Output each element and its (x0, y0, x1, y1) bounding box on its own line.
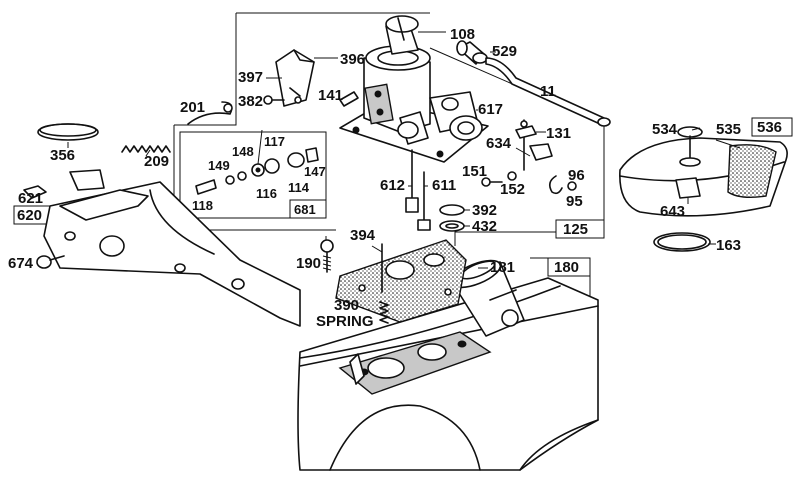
label-612: 612 (380, 177, 405, 194)
label-11: 11 (540, 83, 556, 100)
label-535: 535 (716, 121, 741, 138)
label-534: 534 (652, 121, 678, 138)
gasket-394 (335, 239, 467, 323)
label-163: 163 (716, 237, 741, 254)
label-621: 621 (18, 190, 43, 207)
label-131: 131 (546, 125, 571, 142)
fuel-tank-536 (619, 137, 788, 217)
label-spring: SPRING (316, 313, 374, 330)
label-125: 125 (563, 221, 588, 238)
label-394: 394 (350, 227, 376, 244)
label-141: 141 (318, 87, 343, 104)
label-356: 356 (50, 147, 75, 164)
throttle-lever-397 (275, 49, 315, 107)
bushing-141 (339, 91, 359, 107)
label-392: 392 (472, 202, 497, 219)
label-397: 397 (238, 69, 263, 86)
spring-152 (507, 171, 517, 181)
label-201: 201 (180, 99, 205, 116)
screw-151 (481, 177, 503, 187)
label-151: 151 (462, 163, 487, 180)
strainer-643 (675, 177, 701, 199)
screw-95 (567, 181, 577, 191)
box-536 (751, 117, 793, 137)
box-125 (555, 219, 605, 239)
label-643: 643 (660, 203, 685, 220)
choke-shaft-131 (515, 119, 537, 171)
kit-681-frame (179, 131, 327, 219)
label-117: 117 (264, 134, 285, 149)
screw-190 (320, 239, 334, 273)
screw-674 (36, 255, 65, 269)
label-149: 149 (208, 158, 230, 173)
clip-621 (23, 185, 47, 199)
washer-432 (439, 220, 465, 232)
label-108: 108 (450, 26, 475, 43)
label-148: 148 (232, 144, 254, 159)
label-181: 181 (490, 259, 515, 276)
leader-lines (67, 31, 741, 269)
label-95: 95 (566, 193, 583, 210)
label-617: 617 (478, 101, 503, 118)
clip-96 (548, 175, 563, 195)
label-674: 674 (8, 255, 34, 272)
label-681: 681 (294, 202, 316, 217)
kit-681-parts (195, 147, 319, 195)
control-bracket-620 (43, 169, 301, 327)
gasket-163 (653, 232, 711, 252)
label-634: 634 (486, 135, 512, 152)
intake-elbow (450, 259, 525, 337)
elbow-529 (456, 40, 488, 65)
label-620: 620 (17, 207, 42, 224)
label-118: 118 (192, 198, 213, 213)
part-labels: 108 396 397 382 201 141 529 11 617 131 6… (8, 26, 782, 330)
carburetor-body (339, 15, 489, 163)
needle-611 (417, 171, 431, 231)
ring-356 (37, 123, 99, 141)
label-390: 390 (334, 297, 359, 314)
needle-612 (405, 149, 419, 213)
bracket-634 (529, 143, 553, 161)
label-382: 382 (238, 93, 263, 110)
air-cleaner-base (297, 277, 599, 471)
label-396: 396 (340, 51, 365, 68)
label-147: 147 (304, 164, 326, 179)
fuel-pipe-11 (485, 57, 611, 127)
label-180: 180 (554, 259, 579, 276)
spring-209 (121, 145, 171, 153)
label-116: 116 (256, 186, 277, 201)
label-529: 529 (492, 43, 517, 60)
label-190: 190 (296, 255, 321, 272)
box-180 (530, 257, 591, 310)
spring-390 (379, 301, 389, 324)
link-201 (187, 101, 233, 125)
washer-392 (439, 204, 465, 216)
screw-382 (263, 95, 285, 105)
label-152: 152 (500, 181, 525, 198)
label-209: 209 (144, 153, 169, 170)
label-536: 536 (757, 119, 782, 136)
label-114: 114 (288, 180, 310, 195)
label-611: 611 (432, 177, 456, 194)
label-432: 432 (472, 218, 497, 235)
label-96: 96 (568, 167, 585, 184)
